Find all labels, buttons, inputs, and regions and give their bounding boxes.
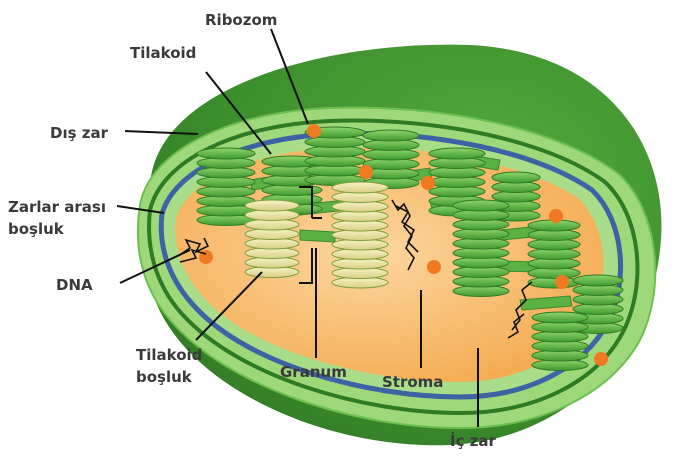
label-granum: Granum: [280, 363, 347, 381]
thylakoid-disk: [453, 200, 509, 211]
thylakoid-disk: [245, 200, 299, 211]
thylakoid-disk: [573, 275, 623, 286]
label-dna: DNA: [56, 276, 93, 294]
thylakoid-disk: [363, 130, 419, 141]
label-stroma: Stroma: [382, 373, 443, 391]
label-tilakoid: Tilakoid: [130, 44, 196, 62]
label-tilakoid-bosluk: Tilakoid: [136, 346, 202, 364]
label-ribozom: Ribozom: [205, 11, 277, 29]
label-zarlar-arasi: Zarlar arası: [8, 198, 106, 216]
thylakoid-disk: [532, 312, 588, 323]
label-dis-zar: Dış zar: [50, 124, 109, 142]
label-ic-zar: İç zar: [450, 431, 497, 450]
thylakoid-disk: [492, 172, 540, 183]
label-tilakoid-bosluk-2: boşluk: [136, 368, 193, 386]
thylakoid-disk: [197, 148, 255, 159]
thylakoid-stack-light: [332, 182, 388, 288]
thylakoid-disk: [429, 148, 485, 159]
thylakoid-disk: [332, 182, 388, 193]
label-zarlar-arasi-bosluk: boşluk: [8, 220, 65, 238]
